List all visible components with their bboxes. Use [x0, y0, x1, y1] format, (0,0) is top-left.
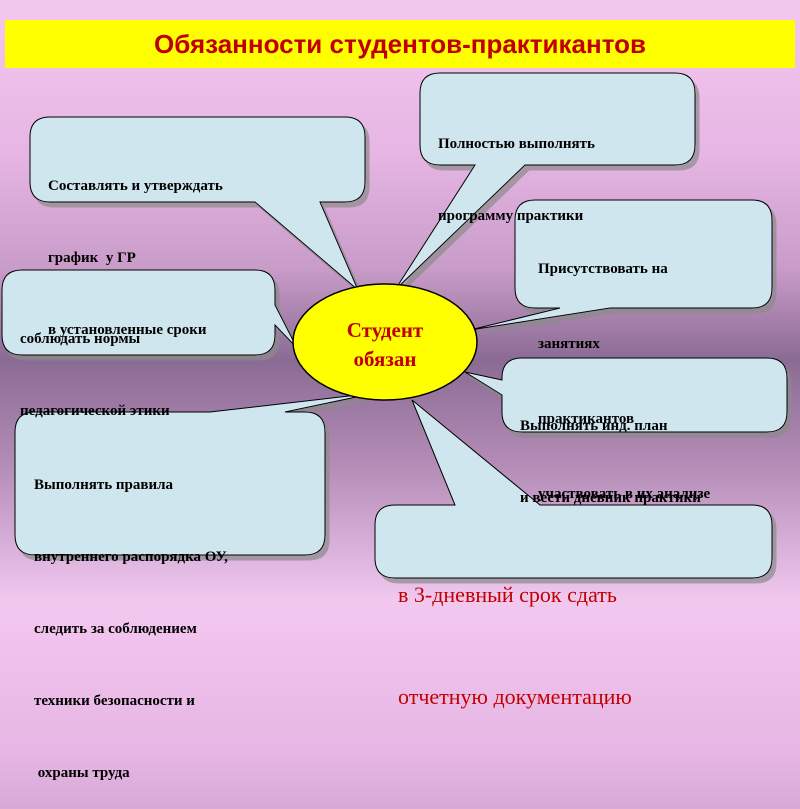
- bubble-text-rules: Выполнять правила внутреннего распорядка…: [34, 425, 228, 809]
- bubble-line: Присутствовать на: [538, 261, 668, 277]
- bubble-line: Составлять и утверждать: [48, 178, 223, 194]
- title-banner: Обязанности студентов-практикантов: [5, 20, 795, 68]
- bubble-line: график у ГР: [48, 250, 136, 266]
- bubble-text-plan: Выполнять инд. план и вести дневник прак…: [520, 366, 701, 534]
- bubble-line: программу практики: [438, 208, 584, 224]
- center-line-1: Студент: [346, 318, 424, 342]
- callout-bubble-program: [394, 72, 696, 291]
- bubble-line: охраны труда: [34, 765, 130, 781]
- bubble-line: занятиях: [538, 336, 600, 352]
- bubble-line: и вести дневник практики: [520, 490, 701, 506]
- center-label: Студент обязан: [318, 316, 452, 374]
- bubble-text-ethics: соблюдать нормы педагогической этики: [20, 279, 170, 447]
- callout-bubble-plan: [464, 357, 788, 433]
- bubble-line: соблюдать нормы: [20, 331, 141, 347]
- bubble-line: Выполнять правила: [34, 477, 174, 493]
- bubble-line: внутреннего распорядка ОУ,: [34, 549, 228, 565]
- callout-bubble-attend: [469, 199, 773, 331]
- page-title: Обязанности студентов-практикантов: [154, 28, 646, 59]
- callout-bubble-documents: [374, 399, 773, 579]
- center-ellipse: [292, 283, 478, 401]
- bubble-line: отчетную документацию: [398, 684, 632, 709]
- bubble-line: в установленные сроки: [48, 322, 207, 338]
- bubble-text-attend: Присутствовать на занятиях практикантов …: [538, 207, 710, 532]
- bubble-text-documents: в 3-дневный срок сдать отчетную документ…: [398, 510, 632, 748]
- bubble-line: практикантов: [538, 411, 635, 427]
- bubble-text-program: Полностью выполнять программу практики: [438, 84, 595, 252]
- callout-bubble-rules: [14, 392, 376, 556]
- bubble-line: участвовать в их анализе: [538, 486, 711, 502]
- bubble-line: Выполнять инд. план: [520, 418, 668, 434]
- bubble-line: в 3-дневный срок сдать: [398, 582, 617, 607]
- bubble-line: педагогической этики: [20, 403, 170, 419]
- bubble-line: Полностью выполнять: [438, 136, 595, 152]
- bubble-text-schedule: Составлять и утверждать график у ГР в ус…: [48, 126, 223, 366]
- center-line-2: обязан: [353, 347, 417, 371]
- bubble-line: следить за соблюдением: [34, 621, 197, 637]
- diagram-shapes: [1, 72, 788, 579]
- bubble-line: техники безопасности и: [34, 693, 195, 709]
- callout-bubble-ethics: [1, 269, 298, 356]
- callout-bubble-schedule: [29, 116, 366, 291]
